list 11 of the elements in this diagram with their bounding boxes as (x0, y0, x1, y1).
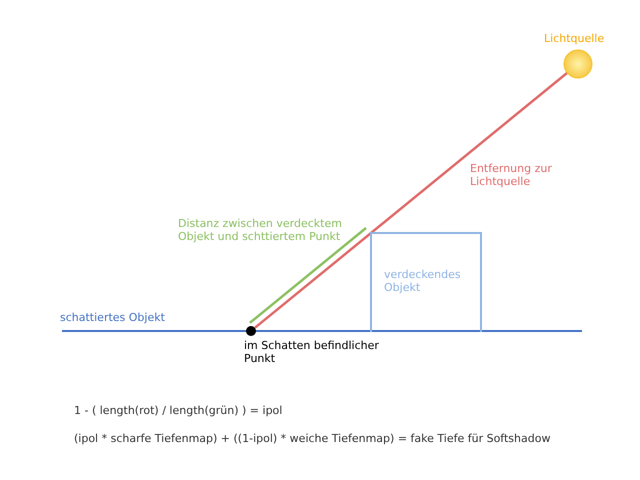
node-label: verdeckendes Objekt (384, 268, 462, 294)
connector-line (249, 227, 367, 324)
node-label: schattiertes Objekt (60, 311, 165, 324)
node-label: im Schatten befindlicher Punkt (244, 339, 380, 365)
object-box (370, 232, 482, 332)
edge-label: Distanz zwischen verdecktem Objekt und schttiertem Punkt (178, 217, 343, 243)
node-label: Lichtquelle (544, 32, 604, 45)
connector-line (254, 72, 568, 329)
formula-text: (ipol * scharfe Tiefenmap) + ((1-ipol) * weiche Tiefenmap) = fake Tiefe für Softshadow (74, 432, 550, 445)
edge-label: Entfernung zur Lichtquelle (470, 162, 553, 188)
formula-text: 1 - ( length(rot) / length(grün) ) = ipol (74, 404, 282, 417)
